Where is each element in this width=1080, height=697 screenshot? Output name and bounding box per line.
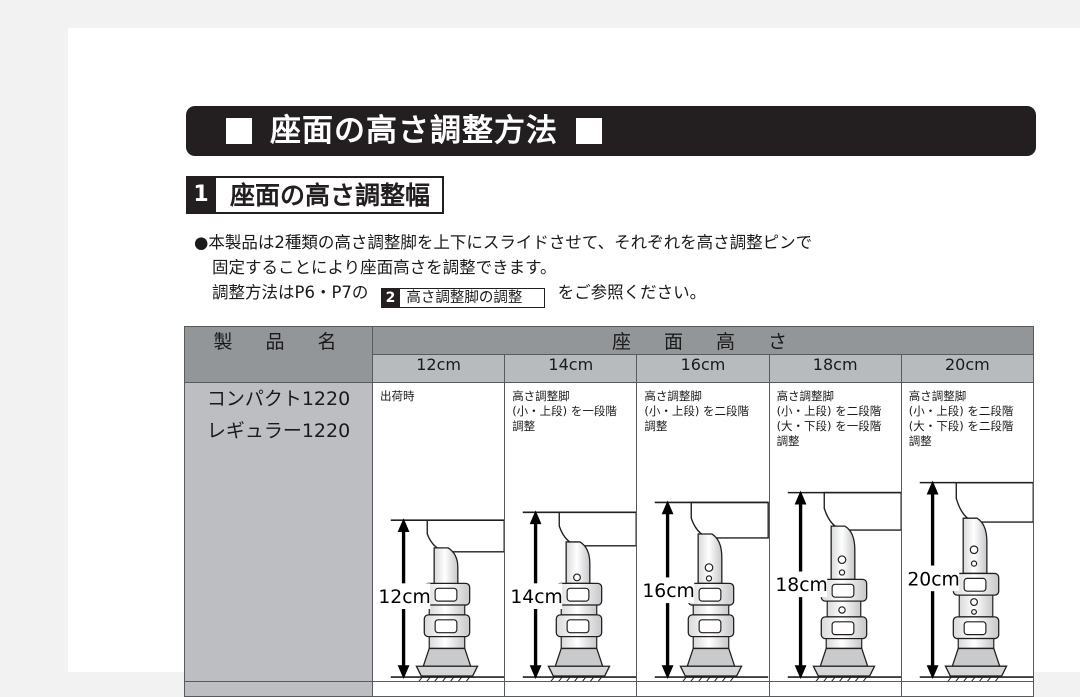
- column-header-product-name: 製 品 名: [184, 326, 373, 383]
- cell-20cm: 高さ調整脚 (小・上段) を二段階 (大・下段) を二段階 調整: [900, 382, 1035, 682]
- cross-reference-number: 2: [380, 288, 401, 308]
- table-header-row-heights: 12cm 14cm 16cm 18cm 20cm: [185, 354, 1035, 383]
- column-header-20cm: 20cm: [900, 354, 1035, 383]
- page-title: 座面の高さ調整方法: [270, 112, 558, 149]
- table-row-next-partial: [184, 681, 1035, 697]
- intro-line-1: ●本製品は2種類の高さ調整脚を上下にスライドさせて、それぞれを高さ調整ピンで: [194, 233, 813, 252]
- square-marker-right-icon: [576, 118, 602, 144]
- product-name-line-1: コンパクト1220: [206, 388, 351, 410]
- column-header-16cm: 16cm: [636, 354, 770, 383]
- intro-line-3: 調整方法はP6・P7の 2 高さ調整脚の調整 をご参照ください。: [194, 280, 984, 308]
- table-row: コンパクト1220 レギュラー1220 出荷時: [184, 382, 1035, 682]
- intro-line-3-suffix: をご参照ください。: [557, 283, 707, 302]
- section-title: 座面の高さ調整幅: [216, 176, 445, 214]
- cell-note-12cm: 出荷時: [380, 389, 415, 403]
- section-heading: 1 座面の高さ調整幅: [186, 176, 445, 214]
- chair-leg-figure-14cm: 14cm: [505, 466, 637, 681]
- document-sheet: 座面の高さ調整方法 1 座面の高さ調整幅 ●本製品は2種類の高さ調整脚を上下にス…: [68, 28, 1080, 697]
- product-name-cell-next: [184, 681, 373, 697]
- section-number-badge: 1: [186, 176, 216, 214]
- svg-text:18cm: 18cm: [775, 575, 827, 596]
- square-marker-left-icon: [226, 118, 252, 144]
- intro-paragraph: ●本製品は2種類の高さ調整脚を上下にスライドさせて、それぞれを高さ調整ピンで 固…: [194, 230, 984, 308]
- cell-next-20cm: [900, 681, 1035, 697]
- intro-line-3-prefix: 調整方法はP6・P7の: [212, 283, 369, 302]
- svg-text:14cm: 14cm: [511, 587, 563, 608]
- cell-next-16cm: [636, 681, 770, 697]
- cell-14cm: 高さ調整脚 (小・上段) を一段階 調整: [504, 382, 638, 682]
- column-header-18cm: 18cm: [768, 354, 902, 383]
- table-header-row-top: 製 品 名 座 面 高 さ: [184, 326, 1034, 383]
- cell-next-18cm: [768, 681, 902, 697]
- product-name-line-2: レギュラー1220: [206, 420, 351, 442]
- cell-next-12cm: [371, 681, 506, 697]
- svg-text:16cm: 16cm: [643, 581, 695, 602]
- svg-text:20cm: 20cm: [907, 569, 959, 590]
- cell-note-16cm: 高さ調整脚 (小・上段) を二段階 調整: [644, 389, 750, 433]
- product-name-cell: コンパクト1220 レギュラー1220: [184, 382, 373, 682]
- cross-reference-badge: 2 高さ調整脚の調整: [380, 288, 546, 308]
- chair-leg-figure-18cm: 18cm: [770, 466, 901, 681]
- chair-leg-figure-12cm: 12cm: [373, 466, 505, 681]
- cell-note-14cm: 高さ調整脚 (小・上段) を一段階 調整: [512, 389, 617, 433]
- cell-12cm: 出荷時: [371, 382, 506, 682]
- page-title-banner: 座面の高さ調整方法: [186, 106, 1036, 156]
- column-header-14cm: 14cm: [504, 354, 638, 383]
- height-adjustment-table: 製 品 名 座 面 高 さ 12cm 14cm 16cm 18cm 20cm コ…: [184, 326, 1035, 697]
- intro-line-2: 固定することにより座面高さを調整できます。: [212, 258, 557, 277]
- cell-note-18cm: 高さ調整脚 (小・上段) を二段階 (大・下段) を一段階 調整: [776, 389, 882, 448]
- cross-reference-label: 高さ調整脚の調整: [400, 288, 546, 308]
- cell-next-14cm: [504, 681, 638, 697]
- cell-18cm: 高さ調整脚 (小・上段) を二段階 (大・下段) を一段階 調整: [768, 382, 902, 682]
- column-header-seat-height-group: 座 面 高 さ: [372, 326, 1034, 355]
- column-header-12cm: 12cm: [371, 354, 506, 383]
- svg-text:12cm: 12cm: [378, 587, 430, 608]
- cell-16cm: 高さ調整脚 (小・上段) を二段階 調整: [636, 382, 770, 682]
- cell-note-20cm: 高さ調整脚 (小・上段) を二段階 (大・下段) を二段階 調整: [908, 389, 1014, 448]
- chair-leg-figure-16cm: 16cm: [637, 466, 769, 681]
- chair-leg-figure-20cm: 20cm: [902, 466, 1033, 681]
